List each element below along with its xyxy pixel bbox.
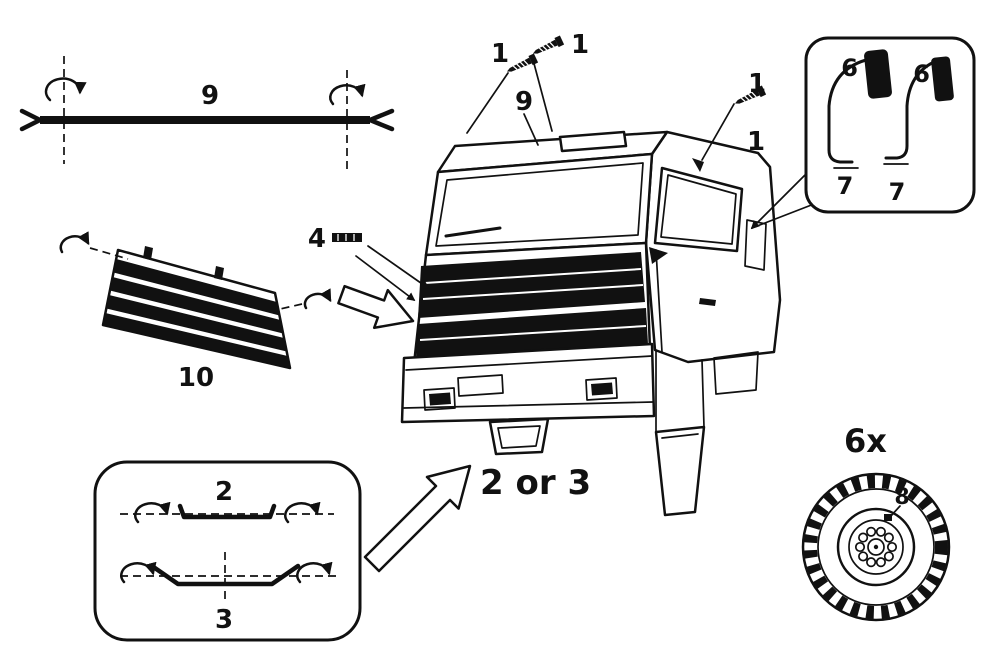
bumper-step-left (423, 387, 456, 411)
license-plate (457, 374, 504, 397)
front-grille-upper (418, 252, 645, 318)
rotation-arrow-icon (303, 288, 332, 310)
tire-tread (804, 475, 948, 619)
callout-corner-panel-label: 1 (747, 127, 765, 157)
rotation-arrow-icon (44, 77, 87, 102)
callout-wheel-qty-label: 6x (844, 422, 887, 460)
screw-icon (530, 34, 565, 59)
corner-deflector-part (649, 247, 668, 264)
mirror-glass-right (931, 56, 954, 102)
bumper (400, 342, 656, 424)
mudflap (654, 425, 706, 517)
grille-tab (214, 266, 224, 280)
hollow-arrow-grille (337, 284, 415, 330)
callout-arm-left-label: 7 (837, 172, 854, 200)
callout-rod-label: 9 (201, 81, 219, 111)
callout-bracket-upper-label: 2 (215, 477, 233, 507)
fasteners: 1 1 9 1 1 4 (308, 30, 767, 302)
mirror-arm-left (827, 58, 868, 164)
tow-mount (488, 417, 550, 456)
door-seam (655, 249, 663, 353)
rotation-arrow-icon (296, 561, 333, 584)
screw-icon (504, 52, 539, 77)
grille-panel-part: 10 (59, 231, 332, 393)
wiper-icon (444, 226, 502, 238)
cab-step (713, 351, 759, 395)
hollow-arrow-bumper (363, 464, 472, 573)
hub-key (884, 514, 892, 521)
truck-cab (400, 130, 782, 517)
callout-bumper-choice-label: 2 or 3 (480, 463, 591, 503)
callout-wedge-arrow-icon (750, 167, 813, 230)
callout-mirror-right-label: 6 (913, 60, 930, 88)
callout-screw-right-label: 1 (571, 30, 589, 60)
mirror-glass-left (864, 49, 892, 99)
leader-arrow-icon (355, 255, 416, 302)
callout-screw-left-label: 1 (491, 39, 509, 69)
callout-mirror-left-label: 6 (841, 54, 858, 82)
callout-wheel-hub-label: 8 (894, 485, 909, 510)
door-handle (699, 298, 716, 306)
callout-clip-label: 4 (308, 224, 326, 254)
rotation-arrow-icon (134, 501, 171, 524)
rotation-arrow-icon (329, 83, 366, 106)
mirror-detail-inset: 6 6 7 7 (750, 36, 976, 230)
rotation-arrow-icon (120, 561, 157, 584)
mirror-arm-right (884, 60, 936, 160)
bumper-step-right (585, 377, 618, 401)
clip-part (332, 233, 362, 242)
callout-bracket-lower-label: 3 (215, 605, 233, 635)
leader-arrow-icon (367, 245, 430, 289)
roof-hatch (558, 130, 628, 153)
callout-screw-side-label: 1 (748, 69, 766, 99)
callout-arm-right-label: 7 (889, 178, 906, 206)
bracket-detail-inset: 2 3 (93, 460, 362, 642)
wheel-part: 6x 8 (801, 422, 951, 622)
rotation-arrow-icon (284, 501, 321, 524)
rotation-arrow-icon (59, 231, 90, 254)
bracket-part-upper (177, 503, 277, 520)
callout-grille-label: 10 (178, 363, 214, 393)
wheel-bolts (854, 526, 898, 568)
grille-tab (143, 246, 153, 260)
bracket-part-lower (149, 563, 301, 587)
wiper-bar-part: 9 (19, 56, 395, 170)
callout-windshield-trim-label: 9 (515, 87, 533, 117)
